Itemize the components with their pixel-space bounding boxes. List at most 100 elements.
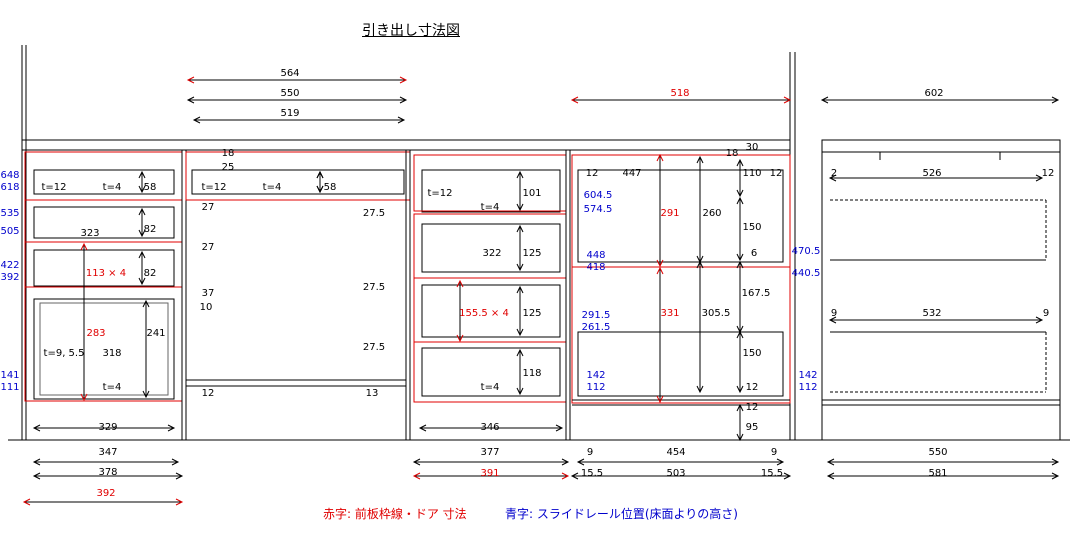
dimension-label: 95 [746,422,759,433]
dimension-label: 110 [742,168,761,179]
dimension-label: 9 [587,447,593,458]
drawing-rect [821,139,1061,441]
drawing-rect [33,169,175,195]
dimension-label: t=4 [481,382,500,393]
dimension-label: 12 [586,168,599,179]
dimension-label: 12 [770,168,783,179]
dimension-label: 618 [0,182,19,193]
dimension-label: 82 [144,268,157,279]
dimension-label: 12 [1042,168,1055,179]
dimension-label: t=4 [263,182,282,193]
dimension-label: 260 [702,208,721,219]
arrow-head [736,189,744,198]
dimension-label: 18 [726,148,739,159]
dimension-label: 581 [928,468,947,479]
arrow-head [316,170,324,179]
arrow-head [32,424,41,432]
dimension-label: 331 [660,308,679,319]
arrow-head [138,229,146,238]
dimension-label: 10 [200,302,213,313]
dimension-label: 18 [222,148,235,159]
dimension-label: 283 [86,328,105,339]
dimension-label: 261.5 [582,322,611,333]
dimension-label: t=12 [427,188,452,199]
arrow-head [138,250,146,259]
arrow-head [32,458,41,466]
arrow-head [570,96,579,104]
dimension-label: 9 [1043,308,1049,319]
legend-red: 赤字: 前板枠線・ドア 寸法 [323,507,467,521]
dimension-label: 329 [98,422,117,433]
arrow-head [826,472,835,480]
dimension-label: 27.5 [363,342,385,353]
arrow-head [175,472,184,480]
dimension-label: t=12 [41,182,66,193]
dimension-label: 518 [670,88,689,99]
dimension-label: 241 [146,328,165,339]
dimension-label: 101 [522,188,541,199]
arrow-head [192,116,201,124]
arrow-head [736,253,744,262]
arrow-head [783,472,792,480]
arrow-head [142,390,150,399]
arrow-head [138,207,146,216]
arrow-head [561,458,570,466]
drawing-rect [33,298,175,400]
arrow-head [32,472,41,480]
dimension-label: 150 [742,348,761,359]
dimension-label: 112 [586,382,605,393]
arrow-head [576,458,585,466]
arrow-head [656,395,664,404]
dimension-label: t=4 [103,182,122,193]
arrow-head [736,196,744,205]
dimension-label: 648 [0,170,19,181]
dimension-label: 291 [660,208,679,219]
arrow-head [138,185,146,194]
arrow-head [1051,472,1060,480]
arrow-head [736,260,744,269]
arrow-head [736,433,744,442]
dimension-label: 58 [324,182,337,193]
drawing-rect [39,302,169,396]
arrow-head [736,403,744,412]
arrow-head [555,424,564,432]
drawing-rect [33,206,175,239]
arrow-head [1051,458,1060,466]
dimension-label: 125 [522,248,541,259]
dimension-label: 58 [144,182,157,193]
dimension-label: 564 [280,68,299,79]
page-title: 引き出し寸法図 [362,23,460,39]
arrow-head [656,259,664,268]
dimension-label: 440.5 [792,268,821,279]
arrow-head [138,170,146,179]
arrow-head [316,185,324,194]
dimension-label: 30 [746,142,759,153]
arrow-head [399,96,408,104]
arrow-head [80,393,88,402]
arrow-head [418,424,427,432]
dimension-label: 454 [666,447,685,458]
arrow-head [456,334,464,343]
arrow-head [397,116,406,124]
dimension-label: 27 [202,202,215,213]
arrow-head [171,458,180,466]
arrow-head [516,328,524,337]
dimension-label: 378 [98,467,117,478]
dimension-label: 503 [666,468,685,479]
dimension-label: 27 [202,242,215,253]
arrow-head [186,96,195,104]
dimension-label: 150 [742,222,761,233]
dimension-label: 377 [480,447,499,458]
arrow-head [696,385,704,394]
dimension-label: 346 [480,422,499,433]
dimension-label: 141 [0,370,19,381]
dimension-label: 142 [798,370,817,381]
drawing-rect [33,249,175,287]
arrow-head [1051,96,1060,104]
arrow-head [399,76,408,84]
drawing-rect [24,199,183,243]
dimension-label: 112 [798,382,817,393]
drawing-rect [421,284,561,338]
